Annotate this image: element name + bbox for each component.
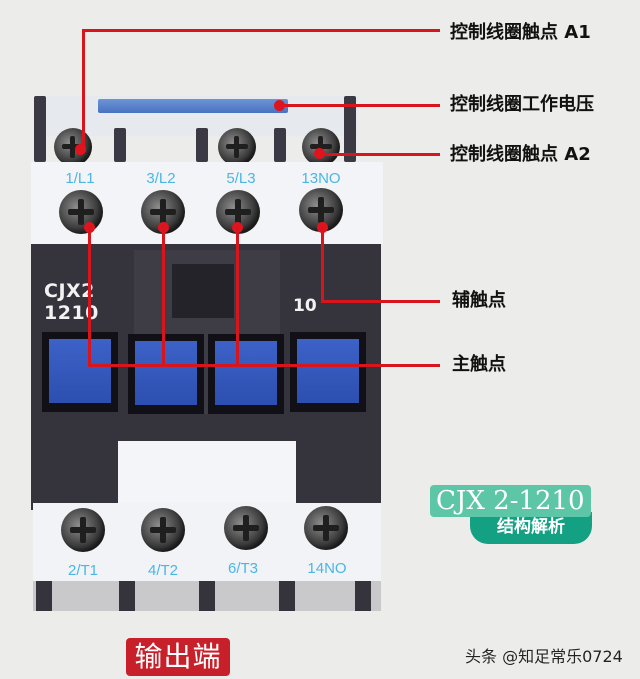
housing-base [33, 581, 381, 611]
main-contact-indicator-3 [215, 341, 277, 405]
main-contact-indicator-2 [135, 341, 197, 405]
callout-coil-a1: 控制线圈触点 A1 [450, 22, 591, 43]
coil-voltage-label-strip [98, 99, 288, 113]
housing-foot [199, 581, 215, 611]
terminal-screw-6-t3 [224, 506, 268, 550]
housing-post [196, 128, 208, 162]
housing-post [274, 128, 286, 162]
terminal-label-1-l1: 1/L1 [65, 170, 95, 187]
housing-foot [355, 581, 371, 611]
leader-line-main [236, 226, 239, 366]
model-line-1: CJX2 [44, 280, 95, 302]
leader-line-aux [321, 226, 324, 302]
coil-screw [218, 128, 256, 166]
callout-dot-a1 [75, 144, 86, 155]
aux-contact-code: 10 [293, 296, 317, 316]
contact-button-well [290, 332, 366, 412]
terminal-screw-1-l1 [59, 190, 103, 234]
terminal-label-14no: 14NO [307, 560, 347, 577]
terminal-screw-14no [304, 506, 348, 550]
contact-button-well [208, 334, 284, 414]
contact-button-well [128, 334, 204, 414]
aux-contact-indicator [297, 339, 359, 403]
title-badge: CJX 2-1210 [430, 485, 591, 517]
callout-dot-coil-voltage [274, 100, 285, 111]
leader-line-aux [321, 300, 440, 303]
watermark: 头条 @知足常乐0724 [465, 647, 623, 666]
leader-line-a1 [82, 29, 440, 32]
leader-line-a2 [320, 153, 440, 156]
terminal-label-3-l2: 3/L2 [146, 170, 176, 187]
housing-post [344, 96, 356, 162]
terminal-screw-4-t2 [141, 508, 185, 552]
armature-window [172, 264, 234, 318]
leader-line-main [162, 226, 165, 366]
terminal-screw-2-t1 [61, 508, 105, 552]
subtitle-badge: 结构解析 [470, 512, 592, 544]
terminal-label-2-t1: 2/T1 [67, 562, 98, 579]
terminal-label-6-t3: 6/T3 [227, 560, 258, 577]
terminal-label-13no: 13NO [301, 170, 341, 187]
callout-coil-a2: 控制线圈触点 A2 [450, 144, 591, 165]
housing-foot [119, 581, 135, 611]
leader-line-a1 [82, 29, 85, 151]
callout-dot-a2 [314, 148, 325, 159]
contact-button-well [42, 332, 118, 412]
leader-line-main [88, 226, 91, 366]
coil-screw-a2 [302, 128, 340, 166]
terminal-label-5-l3: 5/L3 [226, 170, 256, 187]
leader-line-coil-voltage [280, 104, 440, 107]
housing-post [34, 96, 46, 162]
callout-aux-contact: 辅触点 [452, 290, 506, 311]
label-slot [118, 441, 296, 513]
leader-line-main [88, 364, 440, 367]
callout-main-contact: 主触点 [452, 354, 506, 375]
terminal-label-4-t2: 4/T2 [147, 562, 178, 579]
callout-coil-voltage: 控制线圈工作电压 [450, 94, 594, 115]
housing-post [114, 128, 126, 162]
coil-screw-a1 [54, 128, 92, 166]
output-terminal-label: 输出端 [126, 638, 230, 676]
model-number: CJX2 1210 [44, 280, 99, 324]
main-contact-indicator-1 [49, 339, 111, 403]
housing-foot [36, 581, 52, 611]
housing-foot [279, 581, 295, 611]
model-line-2: 1210 [44, 302, 99, 324]
